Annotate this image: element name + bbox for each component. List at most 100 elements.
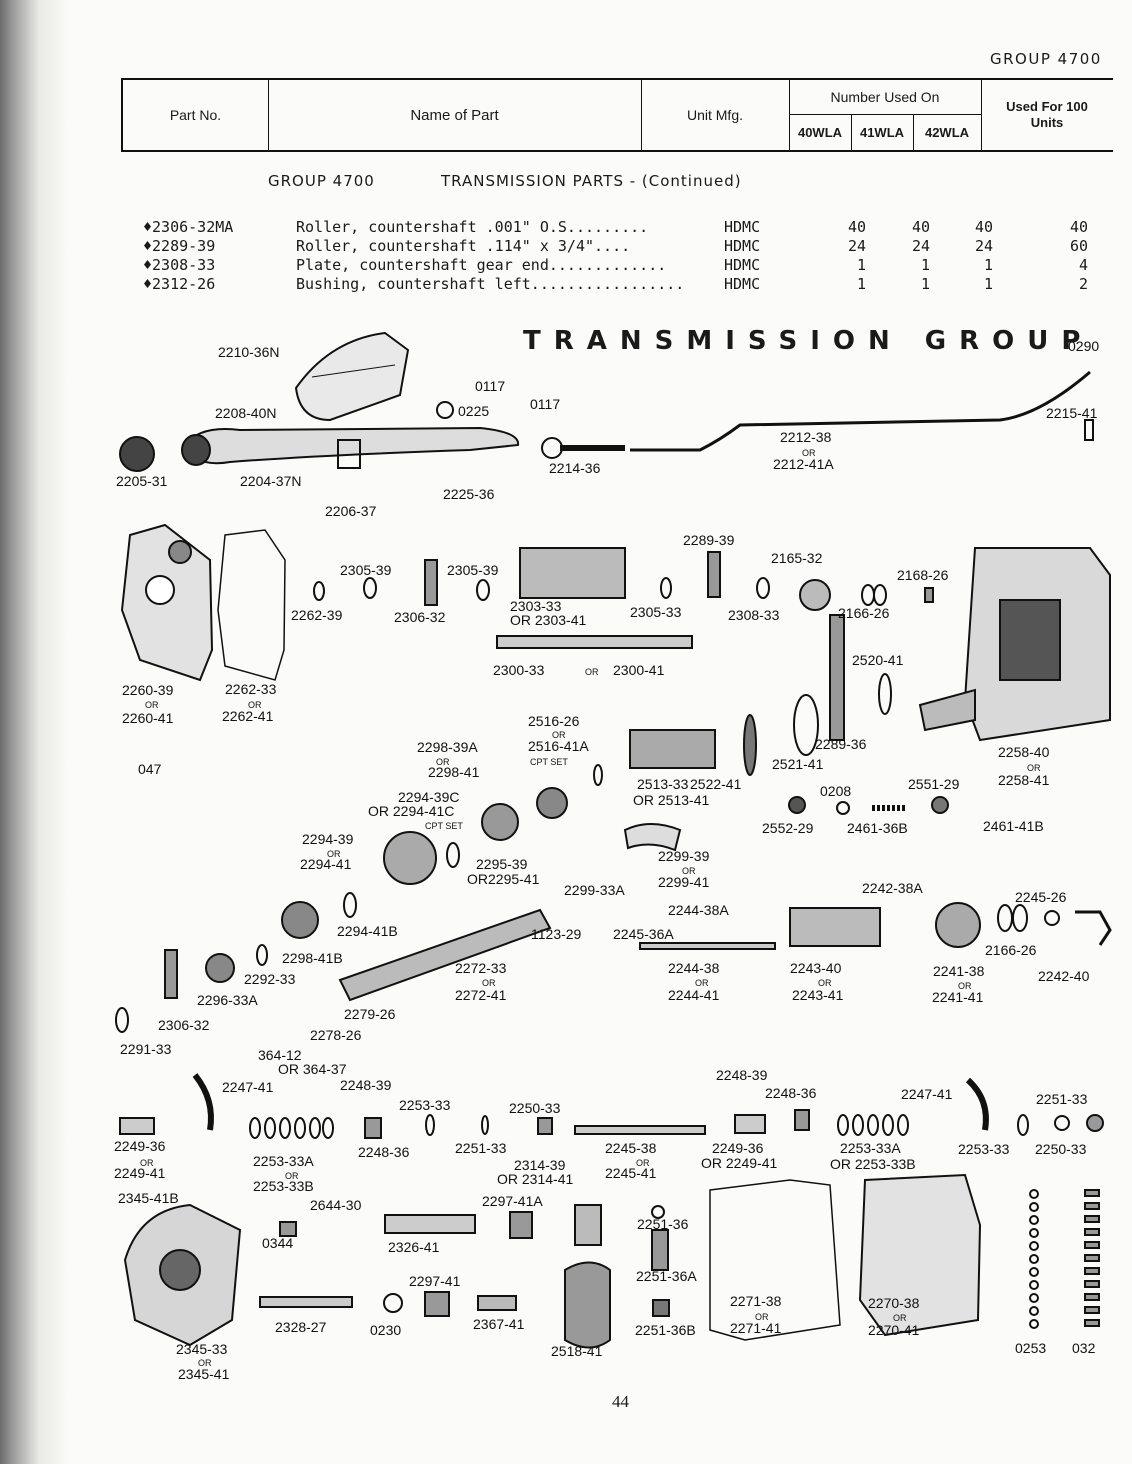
callout-label: OR <box>755 1312 769 1322</box>
callout-label: OR <box>145 700 159 710</box>
cell-per100: 60 <box>1069 237 1088 255</box>
callout-label: 2305-33 <box>630 604 682 620</box>
part-drawings <box>115 331 1112 1349</box>
cell-part-no: ♦2289-39 <box>143 237 216 255</box>
cell-n40: 1 <box>856 275 866 293</box>
rod-2212-38 <box>630 370 1091 452</box>
callout-label: OR <box>285 1171 299 1181</box>
callout-label: 2305-39 <box>340 562 392 578</box>
callout-label: 0230 <box>370 1322 401 1338</box>
gear-2165-32 <box>799 579 831 611</box>
callout-label: OR 2294-41C <box>368 803 454 819</box>
callout-label: 2300-33 <box>493 662 545 678</box>
cell-mfg: HDMC <box>724 275 761 293</box>
screws-032 <box>1084 1189 1100 1327</box>
cell-n42: 1 <box>983 256 993 274</box>
cell-n41: 1 <box>920 275 930 293</box>
callout-label: 2205-31 <box>116 473 168 489</box>
callout-label: OR 2314-41 <box>497 1171 573 1187</box>
callout-label: 2292-33 <box>244 971 296 987</box>
cell-n42: 40 <box>974 218 993 236</box>
header-model-42wla: 42WLA <box>913 114 982 150</box>
gasket-2262-33 <box>217 529 286 681</box>
cell-n40: 24 <box>847 237 866 255</box>
cell-per100: 4 <box>1078 256 1088 274</box>
callout-label: 2271-38 <box>730 1293 782 1309</box>
callout-label: 2272-33 <box>455 960 507 976</box>
cell-part-no: ♦2306-32MA <box>143 218 234 236</box>
callout-label: 2291-33 <box>120 1041 172 1057</box>
callout-label: 2271-41 <box>730 1320 782 1336</box>
callout-label: OR 2513-41 <box>633 792 709 808</box>
callout-label: 0290 <box>1068 338 1099 354</box>
cover-2270-38 <box>858 1173 982 1337</box>
callout-label: 2253-33B <box>253 1178 314 1194</box>
cell-part-no: ♦2312-26 <box>143 275 216 293</box>
callout-label: 2241-38 <box>933 963 985 979</box>
cell-name: Roller, countershaft .001" O.S......... <box>296 218 649 236</box>
ring-2520-41 <box>878 673 892 715</box>
callout-label: 2518-41 <box>551 1343 603 1359</box>
callout-label: 2297-41 <box>409 1273 461 1289</box>
callout-label: OR <box>695 978 709 988</box>
callout-label: OR <box>585 667 599 677</box>
callout-label: OR2295-41 <box>467 871 540 887</box>
cell-n42: 1 <box>983 275 993 293</box>
callout-label: 2326-41 <box>388 1239 440 1255</box>
callout-label: 2294-41 <box>300 856 352 872</box>
callout-label: 2248-39 <box>716 1067 768 1083</box>
callout-label: 2299-33A <box>564 882 625 898</box>
washer-2522-41 <box>743 714 757 776</box>
callout-label: 2299-39 <box>658 848 710 864</box>
cell-name: Bushing, countershaft left..............… <box>296 275 685 293</box>
callout-label: 2306-32 <box>158 1017 210 1033</box>
callout-label: 2516-41A <box>528 738 589 754</box>
callout-label: OR <box>552 730 566 740</box>
callout-label: 2253-33 <box>958 1141 1010 1157</box>
lever-2247-41 <box>192 1073 214 1131</box>
rollers-2289-39 <box>707 551 721 598</box>
callout-label: 2244-41 <box>668 987 720 1003</box>
cell-name: Plate, countershaft gear end............… <box>296 256 667 274</box>
cell-n40: 40 <box>847 218 866 236</box>
bearing-2305-39 <box>363 577 377 599</box>
callout-label: 2242-40 <box>1038 968 1090 984</box>
callout-label: 2328-27 <box>275 1319 327 1335</box>
cluster-gear-2303-33 <box>519 547 626 599</box>
callout-label: OR <box>636 1158 650 1168</box>
callout-label: 2212-38 <box>780 429 832 445</box>
callout-label: 2296-33A <box>197 992 258 1008</box>
clutch-2298-39A <box>536 787 568 819</box>
cell-per100: 40 <box>1069 218 1088 236</box>
header-model-41wla: 41WLA <box>851 114 914 150</box>
header-unit-mfg: Unit Mfg. <box>641 80 790 150</box>
callout-label: 2461-41B <box>983 818 1044 834</box>
callout-label: 2300-41 <box>613 662 665 678</box>
table-row: ♦2312-26 Bushing, countershaft left......… <box>0 275 1132 294</box>
table-header: Part No. Name of Part Unit Mfg. Number U… <box>121 78 1113 152</box>
callout-label: 0208 <box>820 783 851 799</box>
callout-label: 2241-41 <box>932 989 984 1005</box>
page-binding-edge <box>0 0 70 1464</box>
callout-label: CPT SET <box>530 757 568 767</box>
rollers-2289-36 <box>829 614 845 741</box>
cell-mfg: HDMC <box>724 218 761 236</box>
rod-end-2214-36 <box>541 437 563 459</box>
callout-label: OR <box>482 978 496 988</box>
cell-part-no: ♦2308-33 <box>143 256 216 274</box>
callout-label: 2168-26 <box>897 567 949 583</box>
bolt-2206-37 <box>337 439 361 469</box>
callout-label: 2204-37N <box>240 473 302 489</box>
callout-label: 2513-33 <box>637 776 689 792</box>
callout-label: 2516-26 <box>528 713 580 729</box>
callout-label: 2206-37 <box>325 503 377 519</box>
shifter-2299-39 <box>623 823 682 852</box>
callout-label: 2258-40 <box>998 744 1050 760</box>
rollers-2306-32 <box>424 559 438 606</box>
header-part-no: Part No. <box>123 80 269 150</box>
callout-label: OR <box>248 700 262 710</box>
washers-0253 <box>1029 1189 1039 1329</box>
washer-0225 <box>436 401 454 419</box>
callout-label: 2303-33 <box>510 598 562 614</box>
